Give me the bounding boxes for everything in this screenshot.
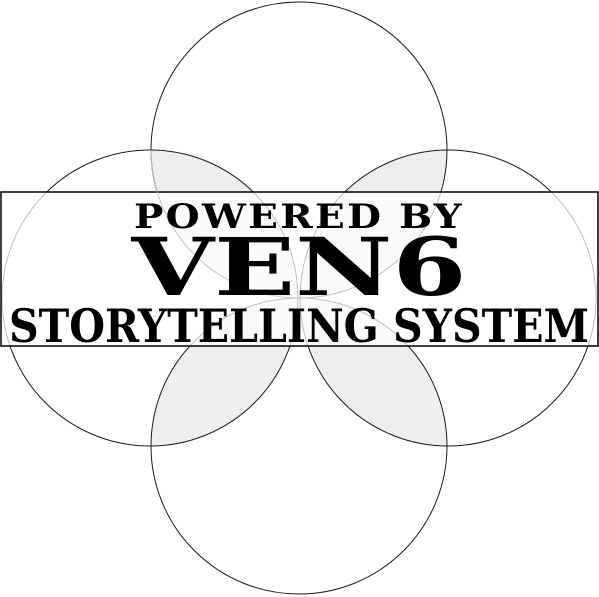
petal-bottom-left <box>151 298 298 446</box>
logo-line-storytelling-system: STORYTELLING SYSTEM <box>9 299 589 353</box>
logo-line-ven6: VEN6 <box>130 220 466 314</box>
petal-bottom-right <box>300 298 447 446</box>
banner-box <box>0 191 599 347</box>
logo-line-powered-by: POWERED BY <box>134 197 464 237</box>
